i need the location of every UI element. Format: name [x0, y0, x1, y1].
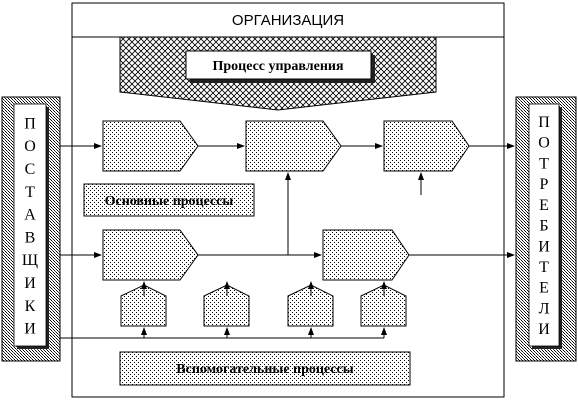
- consumers-letter: О: [538, 135, 550, 152]
- main-process-4: [102, 229, 199, 281]
- consumers-letter: Т: [539, 259, 549, 276]
- suppliers-letter: И: [24, 275, 36, 292]
- suppliers-letter: Щ: [22, 252, 38, 269]
- support-processes-label: Вспомогательные процессы: [176, 362, 353, 377]
- support-process-2: [203, 284, 250, 327]
- main-process-2: [245, 120, 342, 172]
- organization-title: ОРГАНИЗАЦИЯ: [232, 12, 344, 29]
- suppliers-letter: В: [25, 229, 36, 246]
- main-process-3: [383, 120, 470, 172]
- consumers-letter: И: [538, 321, 550, 338]
- suppliers-letter: А: [24, 207, 36, 224]
- support-process-1: [120, 284, 167, 327]
- support-processes-box: Вспомогательные процессы: [119, 351, 411, 386]
- consumers-letter: Р: [540, 176, 549, 193]
- suppliers-letter: П: [24, 115, 36, 132]
- management-process-label: Процесс управления: [212, 59, 343, 74]
- suppliers-letter: С: [25, 161, 36, 178]
- consumers-letter: Т: [539, 155, 549, 172]
- suppliers-letter: К: [25, 298, 36, 315]
- main-process-1: [102, 120, 199, 172]
- main-processes-label: Основные процессы: [105, 194, 234, 209]
- suppliers-letter: О: [24, 138, 36, 155]
- consumers-letter: И: [538, 238, 550, 255]
- support-process-4: [360, 284, 407, 327]
- support-process-3: [287, 284, 334, 327]
- suppliers-letter: Т: [25, 184, 35, 201]
- consumers-letter: Б: [539, 218, 548, 235]
- consumers-letter: П: [538, 114, 550, 131]
- consumers-letter: Е: [539, 280, 549, 297]
- suppliers-letter: И: [24, 321, 36, 338]
- main-processes-box: Основные процессы: [83, 183, 255, 217]
- main-process-5: [322, 229, 410, 281]
- consumers-letter: Л: [539, 300, 550, 317]
- consumers-letter: Е: [539, 197, 549, 214]
- flow-connectors: [60, 143, 515, 339]
- management-process: Процесс управления: [119, 36, 437, 111]
